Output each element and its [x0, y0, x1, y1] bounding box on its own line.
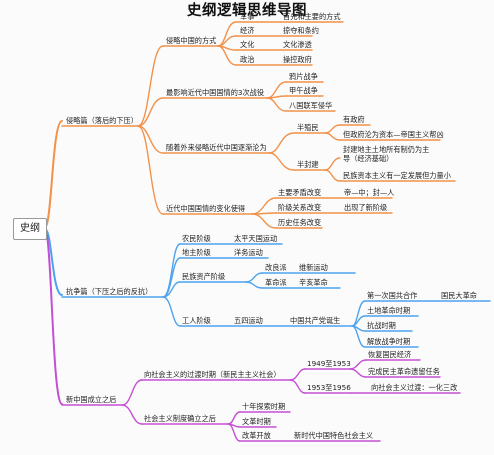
node-first-united-front-desc: 国民大革命 [441, 291, 477, 300]
node-period-1953[interactable]: 1953至1956 [307, 383, 351, 392]
page-title: 史纲逻辑思维导图 [187, 3, 307, 19]
node-change-class[interactable]: 阶级关系改变 [278, 203, 322, 212]
node-semi-colonial-1: 有政府 [343, 115, 365, 124]
node-cultural-revolution[interactable]: 文革时期 [242, 417, 271, 426]
node-way-economy-desc: 掠夺和条约 [283, 26, 319, 35]
node-landlord[interactable]: 地主阶级 [182, 248, 211, 257]
node-way-military[interactable]: 军事 [240, 12, 255, 21]
node-semi-feudal-1: 封建地主土地所有制仍为主导（经济基础） [343, 145, 430, 163]
node-war-jiawu[interactable]: 甲午战争 [289, 86, 318, 95]
node-liberation-war[interactable]: 解放战争时期 [367, 337, 411, 346]
node-first-united-front[interactable]: 第一次国共合作 [367, 291, 418, 300]
node-reformist[interactable]: 改良派 [265, 263, 287, 272]
node-complete-revolution: 完成民主革命遗留任务 [368, 367, 440, 376]
node-semi-feudal[interactable]: 半封建 [297, 160, 319, 169]
branch-invasion[interactable]: 侵略篇（落后的下压） [66, 116, 138, 125]
node-change-class-desc: 出现了新阶级 [344, 203, 388, 212]
node-change-conflict-desc: 帝—中；封—人 [344, 188, 395, 197]
node-nature[interactable]: 随着外来侵略近代中国逐渐沦为 [166, 143, 267, 152]
node-way-military-desc: 首先和主要的方式 [283, 12, 341, 21]
node-semi-colonial[interactable]: 半殖民 [297, 123, 319, 132]
node-semi-colonial-2: 但政府沦为资本—帝国主义帮凶 [343, 130, 444, 139]
branch-prc[interactable]: 新中国成立之后 [66, 395, 117, 404]
node-change-task[interactable]: 历史任务改变 [278, 218, 322, 227]
node-restore-economy: 恢复国民经济 [368, 350, 412, 359]
node-revolutionary[interactable]: 革命派 [265, 278, 287, 287]
node-period-1953-desc: 向社会主义过渡：一化三改 [371, 383, 458, 392]
node-bourgeois[interactable]: 民族资产阶级 [182, 272, 226, 281]
node-war-eight-nation[interactable]: 八国联军侵华 [289, 101, 333, 110]
node-period-1949[interactable]: 1949至1953 [307, 359, 351, 368]
connector-root-invasion [44, 120, 63, 228]
node-semi-feudal-2: 民族资本主义有一定发展但力量小 [343, 171, 451, 180]
node-way-politics-desc: 操控政府 [283, 55, 312, 64]
root-node[interactable]: 史纲 [13, 218, 47, 240]
node-wars[interactable]: 最影响近代中国国情的3次战役 [166, 88, 265, 97]
node-may-fourth[interactable]: 五四运动 [234, 316, 263, 325]
node-landlord-desc: 洋务运动 [234, 248, 263, 257]
node-way-culture-desc: 文化渗透 [283, 40, 312, 49]
node-revolutionary-desc: 辛亥革命 [299, 278, 328, 287]
node-change[interactable]: 近代中国国情的变化使得 [166, 204, 246, 213]
node-anti-japanese-war[interactable]: 抗战时期 [367, 321, 396, 330]
node-change-conflict[interactable]: 主要矛盾改变 [278, 188, 322, 197]
node-cpc-founded[interactable]: 中国共产党诞生 [290, 316, 341, 325]
node-land-revolution[interactable]: 土地革命时期 [367, 306, 411, 315]
branch-struggle[interactable]: 抗争篇（下压之后的反抗） [66, 287, 153, 296]
node-worker[interactable]: 工人阶级 [182, 316, 211, 325]
node-way-economy[interactable]: 经济 [240, 26, 255, 35]
node-reform-opening[interactable]: 改革开放 [242, 431, 271, 440]
node-peasant[interactable]: 农民阶级 [182, 234, 211, 243]
connector-root-prc [44, 230, 63, 405]
node-war-opium[interactable]: 鸦片战争 [289, 72, 318, 81]
node-transition[interactable]: 向社会主义的过渡时期（新民主主义社会） [144, 370, 281, 379]
node-way-culture[interactable]: 文化 [240, 40, 255, 49]
node-peasant-desc: 太平天国运动 [234, 234, 278, 243]
node-reform-opening-desc: 新时代中国特色社会主义 [294, 431, 374, 440]
node-ways[interactable]: 侵略中国的方式 [166, 36, 217, 45]
node-reformist-desc: 维新运动 [299, 263, 328, 272]
node-socialism[interactable]: 社会主义制度确立之后 [144, 414, 216, 423]
node-ten-years[interactable]: 十年探索时期 [242, 402, 286, 411]
node-way-politics[interactable]: 政治 [240, 55, 255, 64]
